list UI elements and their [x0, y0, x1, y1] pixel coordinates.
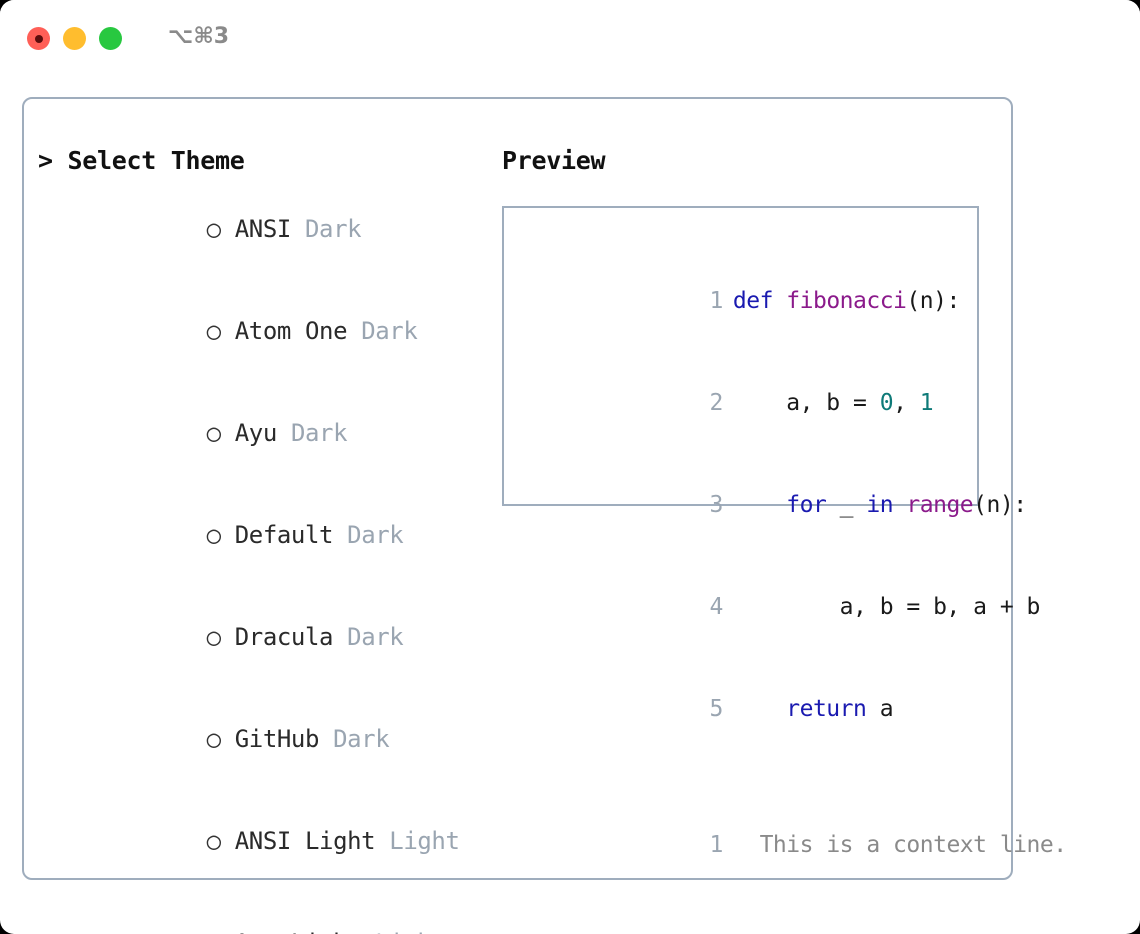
theme-option-github-dark[interactable]: ○ GitHub Dark [38, 688, 488, 790]
code-line: 1 def fibonacci(n): [522, 250, 977, 352]
zoom-button[interactable] [99, 27, 122, 50]
theme-variant-tag: Dark [347, 521, 404, 549]
theme-option-default-dark[interactable]: ○ Default Dark [38, 484, 488, 586]
radio-icon[interactable]: ○ [206, 317, 221, 345]
code-token: range [906, 492, 974, 518]
code-token: fibonacci [786, 288, 907, 314]
theme-variant-tag: Dark [304, 215, 362, 243]
code-token [733, 492, 786, 518]
theme-option-list: ○ ANSI Dark ○ Atom One Dark ○ Ayu Dark ○… [38, 178, 488, 934]
theme-name: Default [234, 521, 334, 549]
theme-name: Ayu [234, 419, 278, 447]
keyboard-shortcut-label: ⌥⌘3 [168, 24, 230, 49]
line-number: 5 [709, 696, 724, 722]
theme-option-ansi-light[interactable]: ○ ANSI Light Light [38, 790, 488, 892]
code-token: , [893, 390, 920, 416]
code-token: (n): [973, 492, 1027, 518]
code-token [773, 288, 786, 314]
radio-icon[interactable]: ○ [207, 929, 221, 934]
theme-option-ayu-dark[interactable]: ○ Ayu Dark [38, 382, 488, 484]
code-token: return [786, 696, 867, 722]
theme-name: GitHub [234, 725, 320, 753]
code-token: 1 [919, 390, 934, 416]
code-line: 3 for _ in range(n): [522, 454, 1028, 556]
code-token: def [732, 288, 774, 314]
title-bar: ⌥⌘3 [0, 0, 1140, 78]
diff-sign [733, 832, 746, 858]
radio-icon[interactable]: ○ [206, 419, 221, 447]
code-token: (n): [906, 288, 960, 314]
theme-name: Ayu Light [235, 929, 362, 934]
theme-variant-tag: Light [375, 929, 446, 934]
line-number: 4 [709, 594, 724, 620]
line-number: 2 [709, 390, 724, 416]
theme-variant-tag: Dark [290, 419, 348, 447]
code-token: 0 [879, 390, 894, 416]
diff-line-deleted: 2- This line was deleted. [522, 896, 977, 934]
code-line: 5 return a [522, 658, 977, 760]
content-panel: > Select Theme ○ ANSI Dark ○ Atom One Da… [22, 97, 1067, 934]
minimize-button[interactable] [63, 27, 86, 50]
theme-option-ayu-light[interactable]: ○ Ayu Light Light [38, 892, 488, 934]
code-token: _ [826, 492, 867, 518]
line-number: 3 [709, 492, 724, 518]
code-token [733, 696, 786, 722]
theme-name: ANSI Light [234, 827, 376, 855]
theme-variant-tag: Dark [361, 317, 418, 345]
code-token: for [786, 492, 827, 518]
theme-option-atom-one-dark[interactable]: ○ Atom One Dark [38, 280, 488, 382]
theme-variant-tag: Dark [347, 623, 404, 651]
traffic-lights [27, 27, 122, 50]
theme-name: Dracula [234, 623, 334, 651]
radio-icon[interactable]: ○ [206, 827, 221, 855]
code-token: in [866, 492, 894, 518]
code-token: a [866, 696, 894, 722]
code-line: 4 a, b = b, a + b [522, 556, 1041, 658]
theme-variant-tag: Light [389, 827, 460, 855]
preview-title: Preview [502, 146, 606, 175]
select-theme-prompt: > Select Theme [38, 146, 245, 175]
line-number: 1 [709, 832, 724, 858]
theme-picker-column: > Select Theme ○ ANSI Dark ○ Atom One Da… [38, 144, 488, 934]
code-token [893, 492, 906, 518]
theme-option-ansi-dark[interactable]: ○ ANSI Dark [38, 178, 488, 280]
radio-icon[interactable]: ○ [206, 215, 221, 243]
preview-spacer [522, 760, 977, 794]
line-number: 2 [709, 930, 723, 934]
diff-text: This is a context line. [746, 832, 1068, 858]
theme-name: Atom One [234, 317, 348, 345]
theme-option-dracula-dark[interactable]: ○ Dracula Dark [38, 586, 488, 688]
close-button[interactable] [27, 27, 50, 50]
diff-sample: 1 This is a context line. 2- This line w… [522, 794, 1068, 934]
theme-name: ANSI [234, 215, 292, 243]
diff-line-context: 1 This is a context line. [522, 794, 1068, 896]
code-line: 2 a, b = 0, 1 [522, 352, 977, 454]
radio-icon[interactable]: ○ [206, 725, 221, 753]
line-number: 1 [709, 288, 724, 314]
code-token: a, b = [732, 390, 880, 416]
code-token: a, b = b, a + b [732, 594, 1041, 620]
theme-variant-tag: Dark [333, 725, 390, 753]
radio-icon[interactable]: ○ [206, 521, 221, 549]
radio-icon[interactable]: ○ [206, 623, 221, 651]
